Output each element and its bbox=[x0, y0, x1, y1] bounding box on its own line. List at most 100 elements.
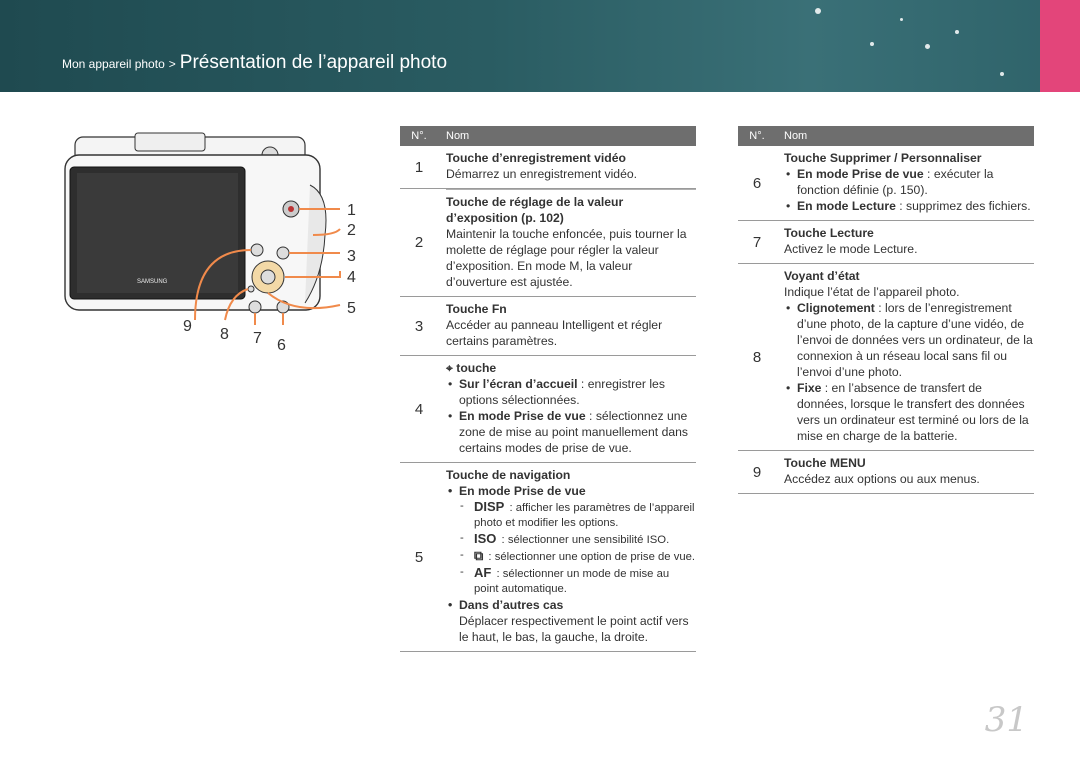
callout-number: 7 bbox=[253, 330, 262, 347]
callout-number: 8 bbox=[220, 326, 229, 343]
sparkle-decoration bbox=[815, 8, 821, 14]
callout-number: 6 bbox=[277, 337, 286, 354]
row-number: 2 bbox=[414, 234, 424, 251]
callout-line-2 bbox=[312, 228, 341, 236]
chapter-tab bbox=[1040, 0, 1080, 92]
bullet-label: Clignotement bbox=[797, 301, 875, 315]
bullet-label: En mode Prise de vue bbox=[446, 483, 696, 499]
fn-button bbox=[276, 246, 290, 260]
row-title: Touche Fn bbox=[446, 302, 507, 316]
bullet-label: Sur l’écran d’accueil bbox=[459, 377, 578, 391]
bullet-label: En mode Prise de vue bbox=[797, 167, 924, 181]
breadcrumb: Mon appareil photo>Présentation de l’app… bbox=[62, 52, 447, 74]
table-row: 6 Touche Supprimer / Personnaliser En mo… bbox=[738, 146, 1034, 221]
right-parts-table: N°. Nom 6 Touche Supprimer / Personnalis… bbox=[738, 126, 1034, 494]
focus-point-icon: ⌖ bbox=[446, 361, 453, 375]
callout-line-4 bbox=[285, 271, 341, 278]
row-title: Touche de réglage de la valeur d’exposit… bbox=[446, 195, 624, 225]
camera-brand: SAMSUNG bbox=[137, 279, 168, 285]
bullet-item: En mode Prise de vue : exécuter la fonct… bbox=[784, 166, 1034, 198]
record-dot-icon bbox=[288, 206, 294, 212]
sparkle-decoration bbox=[955, 30, 959, 34]
bullet-text: : supprimez des fichiers. bbox=[895, 199, 1031, 213]
column-header-name: Nom bbox=[446, 130, 470, 142]
callout-number: 9 bbox=[183, 318, 192, 335]
dash-item: -ISO : sélectionner une sensibilité ISO. bbox=[460, 531, 670, 546]
hot-shoe bbox=[134, 132, 206, 152]
bullet-item: En mode Prise de vue : sélectionnez une … bbox=[446, 408, 696, 456]
page-title: Présentation de l’appareil photo bbox=[179, 52, 448, 73]
bullet-label: Dans d’autres cas bbox=[446, 597, 696, 613]
row-number: 5 bbox=[414, 548, 424, 566]
bullet-text: : sélectionnez une zone de mise au point… bbox=[459, 409, 688, 455]
table-row: 2 Touche de réglage de la valeur d’expos… bbox=[400, 189, 696, 297]
callout-number: 2 bbox=[347, 222, 356, 239]
row-title: Touche MENU bbox=[784, 456, 866, 470]
row-title: Touche Supprimer / Personnaliser bbox=[784, 151, 982, 165]
table-row: 1 Touche d’enregistrement vidéo Démarrez… bbox=[400, 146, 696, 189]
bullet-text: : lors de l’enregistrement d’une photo, … bbox=[797, 301, 1033, 379]
camera-lcd-inner bbox=[77, 173, 238, 293]
row-number: 4 bbox=[414, 400, 424, 418]
drive-icon: ⧉ bbox=[474, 548, 484, 563]
row-number: 6 bbox=[752, 174, 762, 192]
dash-item: -⧉ : sélectionner une option de prise de… bbox=[460, 548, 696, 563]
row-number: 8 bbox=[752, 348, 762, 366]
row-text: Accéder au panneau Intelligent et régler… bbox=[446, 318, 663, 348]
column-header-number: N°. bbox=[749, 130, 765, 142]
row-number: 3 bbox=[414, 317, 424, 335]
page-number: 31 bbox=[984, 700, 1028, 740]
table-row: 9 Touche MENU Accédez aux options ou aux… bbox=[738, 451, 1034, 494]
breadcrumb-separator: > bbox=[168, 57, 176, 71]
table-row: 3 Touche Fn Accéder au panneau Intellige… bbox=[400, 297, 696, 356]
breadcrumb-parent[interactable]: Mon appareil photo bbox=[62, 57, 165, 71]
bullet-label: En mode Prise de vue bbox=[459, 409, 586, 423]
row-text: Démarrez un enregistrement vidéo. bbox=[446, 167, 638, 181]
menu-button bbox=[248, 300, 262, 314]
bullet-item: Clignotement : lors de l’enregistrement … bbox=[784, 300, 1034, 380]
disp-icon: DISP bbox=[474, 499, 505, 514]
row-number: 7 bbox=[752, 233, 762, 251]
camera-illustration: SAMSUNG bbox=[64, 132, 341, 325]
callout-line-5 bbox=[267, 292, 341, 310]
dash-item: -DISP : afficher les paramètres de l’app… bbox=[460, 499, 695, 529]
row-number: 1 bbox=[414, 158, 424, 176]
callout-number: 4 bbox=[347, 269, 356, 286]
af-icon: AF bbox=[474, 565, 492, 580]
row-text: Indique l’état de l’appareil photo. bbox=[784, 285, 960, 299]
row-title: Touche de navigation bbox=[446, 468, 571, 482]
callout-lines bbox=[194, 208, 341, 325]
dash-text: : sélectionner une sensibilité ISO. bbox=[498, 534, 670, 546]
table-row: 5 Touche de navigation En mode Prise de … bbox=[400, 463, 696, 652]
table-row: 8 Voyant d’état Indique l’état de l’appa… bbox=[738, 264, 1034, 451]
dash-text: : sélectionner une option de prise de vu… bbox=[485, 551, 696, 563]
sparkle-decoration bbox=[900, 18, 903, 21]
row-title: Touche d’enregistrement vidéo bbox=[446, 151, 626, 165]
column-header-name: Nom bbox=[784, 130, 808, 142]
sparkle-decoration bbox=[870, 42, 874, 46]
row-text: Activez le mode Lecture. bbox=[784, 242, 918, 256]
table-header: N°. Nom bbox=[400, 126, 696, 146]
sparkle-decoration bbox=[925, 44, 930, 49]
bullet-text: : enregistrer les options sélectionnées. bbox=[459, 377, 665, 407]
callout-number: 1 bbox=[347, 202, 356, 219]
dash-text: : sélectionner un mode de mise au point … bbox=[474, 568, 670, 595]
row-text: Accédez aux options ou aux menus. bbox=[784, 472, 980, 486]
callout-number: 5 bbox=[347, 300, 356, 317]
sparkle-decoration bbox=[1000, 72, 1004, 76]
bullet-label: Fixe bbox=[797, 381, 822, 395]
bullet-item: Sur l’écran d’accueil : enregistrer les … bbox=[446, 376, 696, 408]
table-row: 7 Touche Lecture Activez le mode Lecture… bbox=[738, 221, 1034, 264]
row-title: touche bbox=[456, 361, 497, 375]
page-header: Mon appareil photo>Présentation de l’app… bbox=[0, 0, 1080, 92]
dash-item: -AF : sélectionner un mode de mise au po… bbox=[460, 565, 670, 595]
status-led bbox=[247, 285, 255, 293]
bullet-text: : exécuter la fonction définie (p. 150). bbox=[797, 167, 994, 197]
table-header: N°. Nom bbox=[738, 126, 1034, 146]
callout-line-9 bbox=[194, 249, 252, 321]
row-title: Touche Lecture bbox=[784, 226, 874, 240]
bullet-item: En mode Lecture : supprimez des fichiers… bbox=[784, 198, 1034, 214]
row-title: Voyant d’état bbox=[784, 269, 860, 283]
bullet-text: : en l’absence de transfert de données, … bbox=[797, 381, 1029, 443]
table-row: 4 ⌖ touche Sur l’écran d’accueil : enreg… bbox=[400, 356, 696, 463]
